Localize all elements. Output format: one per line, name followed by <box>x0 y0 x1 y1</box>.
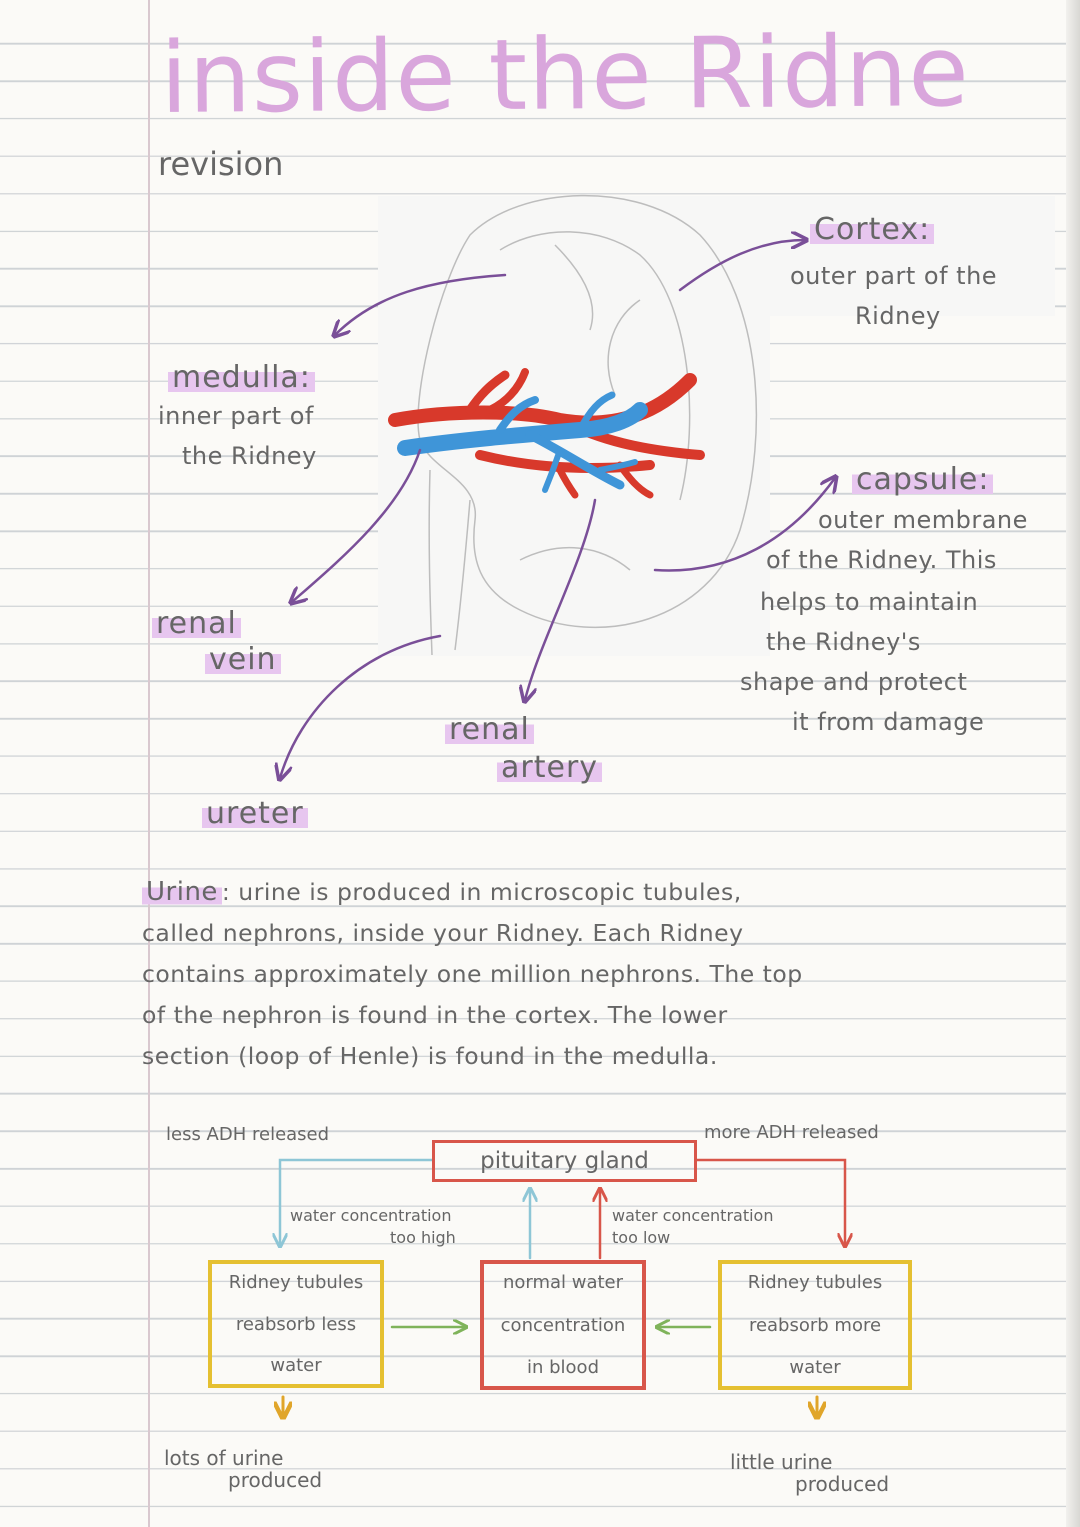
normal-concentration-line1: normal water <box>502 1272 624 1293</box>
less-adh-label: less ADH released <box>166 1124 330 1145</box>
urine-paragraph: Urine: urine is produced in microscopic … <box>142 872 1052 1077</box>
capsule-def-line2: of the Ridney. This <box>766 546 997 574</box>
too-low-line1: water concentration <box>612 1206 774 1225</box>
page-edge <box>1066 0 1080 1527</box>
reabsorb-more-line1: Ridney tubules <box>747 1272 883 1293</box>
normal-concentration-line3: in blood <box>526 1357 599 1378</box>
ureter-term: ureter <box>202 796 308 831</box>
reabsorb-more-line2: reabsorb more <box>748 1314 882 1336</box>
too-high-line2: too high <box>390 1228 456 1247</box>
reabsorb-less-line2: reabsorb less <box>235 1313 357 1335</box>
reabsorb-less-box: Ridney tubules reabsorb less water <box>208 1260 384 1388</box>
pituitary-gland-box: pituitary gland <box>432 1140 697 1182</box>
urine-line-2: called nephrons, inside your Ridney. Eac… <box>142 919 744 947</box>
cortex-def-line1: outer part of the <box>790 262 998 290</box>
page-subtitle: revision <box>158 145 284 183</box>
urine-line-1-text: : urine is produced in microscopic tubul… <box>221 878 742 906</box>
capsule-def-line5: shape and protect <box>740 668 968 696</box>
capsule-def-line1: outer membrane <box>818 506 1028 534</box>
normal-concentration-line2: concentration <box>500 1314 626 1336</box>
cortex-def-line2: Ridney <box>855 302 941 330</box>
too-high-line1: water concentration <box>290 1206 452 1225</box>
renal-vein-term-line1: renal <box>152 606 241 641</box>
capsule-def-line4: the Ridney's <box>766 628 921 656</box>
medulla-def-line1: inner part of <box>158 402 314 430</box>
urine-line-1: Urine: urine is produced in microscopic … <box>142 872 1052 913</box>
urine-line-4: of the nephron is found in the cortex. T… <box>142 1001 728 1029</box>
left-result-line2: produced <box>228 1468 323 1492</box>
medulla-def-line2: the Ridney <box>182 442 317 470</box>
renal-artery-term-line1: renal <box>445 712 534 747</box>
left-result-line1: lots of urine <box>164 1446 284 1470</box>
right-result-line1: little urine <box>730 1450 833 1474</box>
normal-concentration-box: normal water concentration in blood <box>480 1260 646 1390</box>
arrow-to-capsule <box>653 478 835 572</box>
arrow-to-renal-vein <box>292 448 422 602</box>
capsule-def-line6: it from damage <box>792 708 985 736</box>
renal-vein-vessels <box>397 391 648 493</box>
arrow-to-renal-artery <box>525 498 597 700</box>
arrow-less-adh <box>280 1158 434 1245</box>
arrow-to-ureter <box>280 634 442 778</box>
urine-line-3: contains approximately one million nephr… <box>142 960 803 988</box>
right-result-line2: produced <box>795 1472 890 1496</box>
reabsorb-less-line3: water <box>270 1355 322 1376</box>
arrow-to-medulla <box>335 273 507 335</box>
flowchart-arrows <box>280 1158 845 1416</box>
cortex-term: Cortex: <box>810 212 935 247</box>
reabsorb-more-box: Ridney tubules reabsorb more water <box>718 1260 912 1390</box>
renal-vein-term-line2: vein <box>205 642 281 677</box>
more-adh-label: more ADH released <box>704 1122 879 1143</box>
margin-line <box>148 0 150 1527</box>
arrow-more-adh <box>695 1158 845 1245</box>
label-arrows <box>280 240 835 778</box>
arrow-to-cortex <box>678 240 805 292</box>
reabsorb-more-line3: water <box>789 1357 841 1378</box>
urine-lead: Urine <box>142 877 222 907</box>
renal-artery-term-line2: artery <box>497 750 603 785</box>
medulla-term: medulla: <box>168 360 315 395</box>
urine-line-5: section (loop of Henle) is found in the … <box>142 1042 718 1070</box>
capsule-term: capsule: <box>852 462 994 497</box>
too-low-line2: too low <box>612 1228 671 1247</box>
capsule-def-line3: helps to maintain <box>760 588 979 616</box>
reabsorb-less-line1: Ridney tubules <box>228 1272 364 1293</box>
